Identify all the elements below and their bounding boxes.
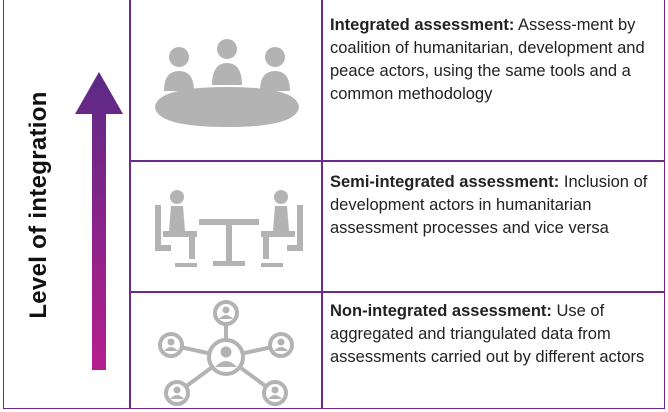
- row-semi-integrated-body: Inclusion of development actors in human…: [330, 173, 648, 237]
- integration-arrow-icon: [75, 72, 123, 370]
- row-integrated-body: Assess-ment by coalition of humanitarian…: [330, 16, 645, 103]
- meeting-table-icon: [155, 39, 299, 127]
- row-semi-integrated-title: Semi-integrated assessment:: [330, 173, 560, 191]
- row-semi-integrated-text: Semi-integrated assessment: Inclusion of…: [330, 171, 660, 240]
- row-non-integrated-body: Use of aggregated and triangulated data …: [330, 302, 645, 366]
- row-divider-2: [129, 291, 665, 293]
- network-icon: [158, 300, 294, 406]
- row-integrated-text: Integrated assessment: Assess-ment by co…: [330, 14, 660, 106]
- axis-label: Level of integration: [25, 91, 52, 319]
- table-border: [3, 0, 665, 409]
- row-integrated-title: Integrated assessment:: [330, 16, 515, 34]
- column-divider-right: [321, 0, 323, 409]
- row-divider-1: [129, 160, 665, 162]
- row-non-integrated-text: Non-integrated assessment: Use of aggreg…: [330, 300, 660, 369]
- two-people-at-table-icon: [155, 190, 303, 267]
- diagram-frame: Level of integration: [3, 0, 667, 410]
- column-divider-left: [129, 0, 131, 409]
- row-non-integrated-title: Non-integrated assessment:: [330, 302, 552, 320]
